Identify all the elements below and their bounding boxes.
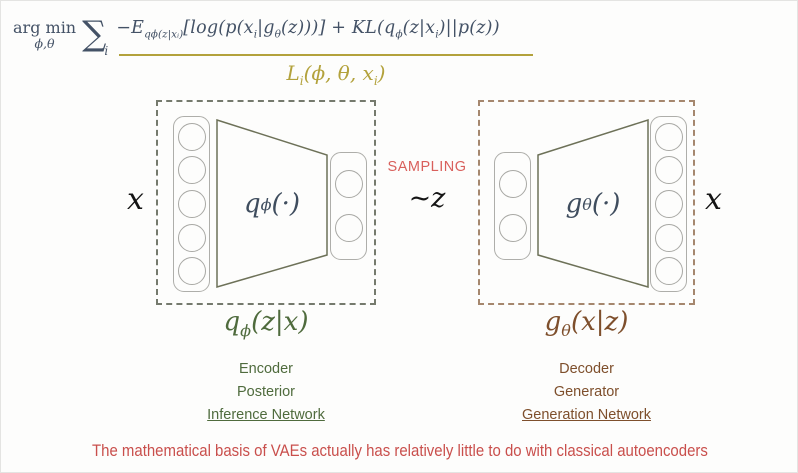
decoder-role-2: Generator: [553, 384, 620, 400]
kl-term: (z)))] + KL(q: [280, 18, 396, 39]
decoder-role-3: Generation Network: [522, 407, 651, 423]
neuron-node: [654, 122, 683, 151]
neuron-node: [334, 169, 363, 198]
sum-index: i: [104, 43, 109, 58]
neuron-node: [654, 257, 683, 286]
argmin-parameters: ϕ,θ: [34, 35, 55, 51]
decoder-latent-layer: [494, 152, 531, 260]
neuron-node: [177, 122, 206, 151]
neuron-node: [498, 214, 527, 243]
objective-formula: arg min ϕ,θ ∑i −Eqϕ(z|xᵢ)[log(p(xi|gθ(z)…: [13, 9, 500, 58]
expectation-subscript: qϕ(z|xᵢ): [144, 28, 184, 41]
encoder-trapezoid: [216, 118, 328, 288]
elbo-numerator: −Eqϕ(z|xᵢ)[log(p(xi|gθ(z)))] + KL(qϕ(z|x…: [116, 18, 500, 41]
footer-note: The mathematical basis of VAEs actually …: [1, 441, 797, 461]
neuron-node: [654, 189, 683, 218]
decoder-role-1: Decoder: [559, 361, 614, 377]
neuron-node: [498, 169, 527, 198]
decoder-distribution-label: gθ(x|z): [544, 307, 629, 341]
neuron-node: [177, 189, 206, 218]
argmin-operator: arg min ϕ,θ: [13, 19, 76, 50]
encoder-role-labels: Encoder Posterior Inference Network: [156, 358, 376, 427]
summation: ∑i: [82, 13, 110, 58]
encoder-distribution-label: qϕ(z|x): [223, 307, 309, 341]
fraction-underline: [119, 54, 533, 56]
neuron-node: [654, 156, 683, 185]
log-likelihood-term: [log(p(x: [183, 18, 254, 39]
sampling-label: SAMPLING: [387, 159, 467, 175]
neuron-node: [177, 156, 206, 185]
footer-note-text: The mathematical basis of VAEs actually …: [92, 441, 708, 460]
latent-z-label: ~z: [408, 183, 446, 214]
sum-symbol: ∑: [82, 13, 107, 54]
encoder-role-3: Inference Network: [207, 407, 325, 423]
neuron-node: [334, 214, 363, 243]
output-x-label: x: [705, 182, 722, 217]
encoder-input-layer: [173, 116, 210, 292]
loss-function-label: Li(ϕ, θ, xi): [286, 61, 386, 88]
neuron-node: [177, 257, 206, 286]
decoder-role-labels: Decoder Generator Generation Network: [478, 358, 695, 427]
encoder-latent-layer: [330, 152, 367, 260]
neuron-node: [177, 223, 206, 252]
decoder-trapezoid: [537, 118, 649, 288]
argmin-text: arg min: [13, 18, 77, 37]
input-x-label: x: [127, 182, 144, 217]
decoder-output-layer: [650, 116, 687, 292]
encoder-role-2: Posterior: [236, 384, 296, 400]
encoder-role-1: Encoder: [238, 361, 293, 377]
expectation-term: −E: [116, 18, 145, 39]
neuron-node: [654, 223, 683, 252]
